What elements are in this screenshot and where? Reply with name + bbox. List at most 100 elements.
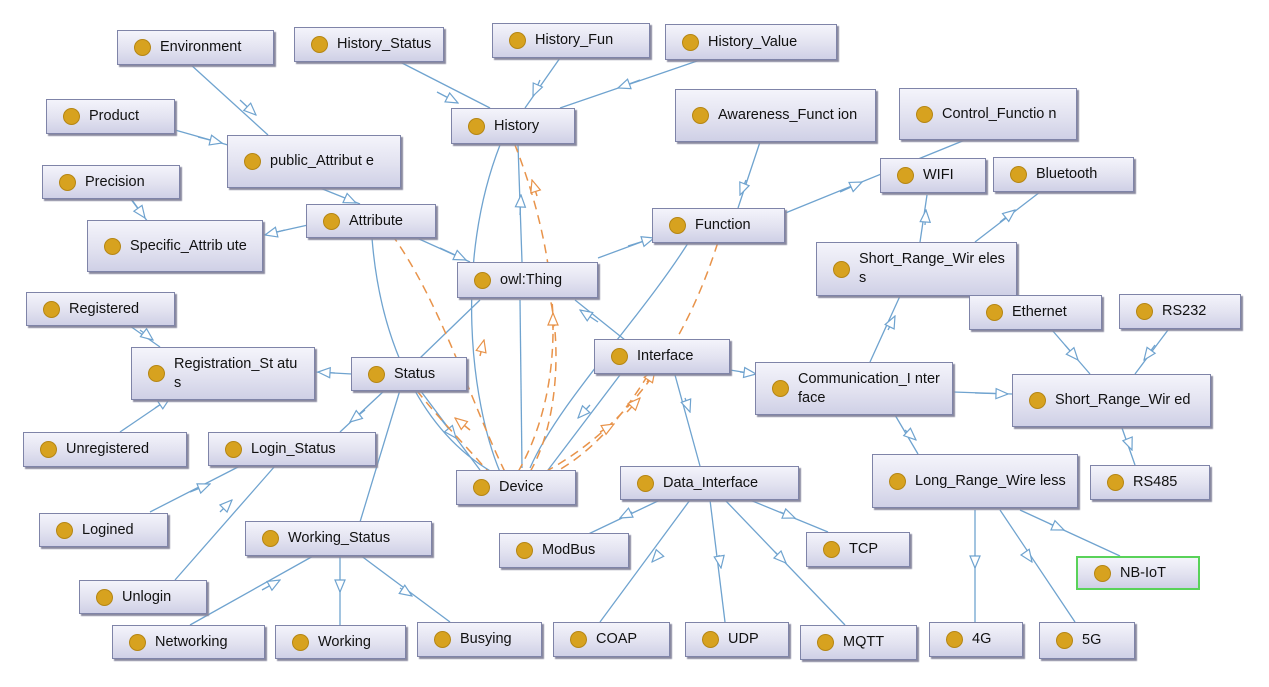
class-node-bluetooth[interactable]: Bluetooth [993, 157, 1134, 192]
class-dot-icon [134, 39, 151, 56]
edge-history-fun-history [524, 57, 561, 109]
class-node-device[interactable]: Device [456, 470, 576, 505]
class-node-ethernet[interactable]: Ethernet [969, 295, 1102, 330]
class-dot-icon [682, 33, 699, 51]
class-dot-icon [43, 300, 60, 318]
class-dot-icon [1010, 166, 1027, 183]
class-node-rs485[interactable]: RS485 [1090, 465, 1210, 500]
edge-working-busying [359, 554, 451, 623]
edge-lrw-nbiot [1019, 509, 1121, 557]
class-node-communication-interface[interactable]: Communication_I nterface [755, 362, 953, 415]
class-node-status[interactable]: Status [351, 357, 467, 391]
class-node-history-value[interactable]: History_Value [665, 24, 837, 60]
class-dot-icon [225, 440, 242, 458]
class-dot-icon [611, 348, 628, 365]
class-dot-icon [468, 117, 485, 135]
class-node-4g[interactable]: 4G [929, 622, 1023, 657]
class-node-working[interactable]: Working [275, 625, 406, 659]
class-node-long-range-wireless[interactable]: Long_Range_Wire less [872, 454, 1078, 508]
class-node-registration-status[interactable]: Registration_St atus [131, 347, 315, 400]
edge-working-networking [189, 554, 316, 626]
class-node-function[interactable]: Function [652, 208, 785, 243]
class-dot-icon [323, 212, 340, 230]
class-node-5g[interactable]: 5G [1039, 622, 1135, 659]
class-node-tcp[interactable]: TCP [806, 532, 910, 567]
class-dot-icon [772, 380, 789, 397]
class-node-owl-thing[interactable]: owl:Thing [457, 262, 598, 298]
class-node-product[interactable]: Product [46, 99, 175, 134]
edge-login-logined [149, 465, 241, 513]
class-dot-icon [56, 521, 73, 539]
class-node-environment[interactable]: Environment [117, 30, 274, 65]
class-dot-icon [292, 633, 309, 651]
class-node-working-status[interactable]: Working_Status [245, 521, 432, 556]
edge-status-working [359, 389, 401, 523]
class-node-specific-attribute[interactable]: Specific_Attrib ute [87, 220, 263, 272]
class-dot-icon [262, 530, 279, 547]
class-dot-icon [946, 631, 963, 648]
class-node-short-range-wired[interactable]: Short_Range_Wir ed [1012, 374, 1211, 427]
class-node-logined[interactable]: Logined [39, 513, 168, 547]
edge-environment-public [189, 63, 269, 136]
class-node-history[interactable]: History [451, 108, 575, 144]
class-dot-icon [1107, 474, 1124, 491]
edge-srwired-rs485 [1121, 427, 1136, 466]
class-node-udp[interactable]: UDP [685, 622, 789, 657]
class-node-nb-iot[interactable]: NB-IoT [1076, 556, 1200, 590]
class-node-attribute[interactable]: Attribute [306, 204, 436, 238]
class-node-short-range-wireless[interactable]: Short_Range_Wir eless [816, 242, 1017, 296]
class-dot-icon [823, 541, 840, 558]
class-node-networking[interactable]: Networking [112, 625, 265, 659]
class-node-interface[interactable]: Interface [594, 339, 730, 374]
class-dot-icon [474, 271, 491, 289]
edge-registered-regstatus [129, 325, 161, 348]
class-dot-icon [104, 237, 121, 255]
class-dot-icon [833, 260, 850, 278]
class-dot-icon [1136, 303, 1153, 320]
edge-awareness-function [737, 141, 761, 209]
class-dot-icon [570, 631, 587, 648]
class-node-rs232[interactable]: RS232 [1119, 294, 1241, 329]
class-dot-icon [434, 631, 451, 648]
class-node-public-attribute[interactable]: public_Attribut e [227, 135, 401, 188]
class-dot-icon [1094, 564, 1111, 582]
class-node-login-status[interactable]: Login_Status [208, 432, 376, 466]
class-dot-icon [473, 479, 490, 496]
edge-lrw-5g [999, 509, 1076, 623]
edge-interface-device [547, 374, 621, 471]
class-dot-icon [702, 631, 719, 648]
class-dot-icon [637, 474, 654, 492]
edge-interface-data [674, 374, 701, 467]
class-dot-icon [692, 107, 709, 124]
class-node-busying[interactable]: Busying [417, 622, 542, 657]
class-node-awareness-function[interactable]: Awareness_Funct ion [675, 89, 876, 142]
class-dot-icon [889, 472, 906, 490]
class-node-control-function[interactable]: Control_Functio n [899, 88, 1077, 140]
class-dot-icon [148, 365, 165, 382]
class-node-history-fun[interactable]: History_Fun [492, 23, 650, 58]
class-node-data-interface[interactable]: Data_Interface [620, 466, 799, 500]
class-node-modbus[interactable]: ModBus [499, 533, 629, 568]
edge-data-udp [709, 499, 726, 623]
class-dot-icon [63, 108, 80, 125]
class-dot-icon [986, 304, 1003, 321]
class-node-wifi[interactable]: WIFI [880, 158, 986, 193]
class-node-registered[interactable]: Registered [26, 292, 175, 326]
edge-control-function [777, 139, 966, 217]
class-node-precision[interactable]: Precision [42, 165, 180, 199]
class-node-coap[interactable]: COAP [553, 622, 670, 657]
class-node-history-status[interactable]: History_Status [294, 27, 444, 62]
class-node-mqtt[interactable]: MQTT [800, 625, 917, 660]
class-node-unlogin[interactable]: Unlogin [79, 580, 207, 614]
relation-device-owl [529, 297, 557, 473]
edge-login-unlogin [174, 465, 276, 581]
edge-owl-status [419, 299, 481, 359]
class-dot-icon [916, 105, 933, 123]
edge-comm-lrw [894, 414, 919, 455]
class-dot-icon [59, 173, 76, 191]
class-dot-icon [817, 634, 834, 651]
class-node-unregistered[interactable]: Unregistered [23, 432, 187, 467]
edge-owl-interface [574, 299, 626, 341]
class-dot-icon [669, 217, 686, 234]
